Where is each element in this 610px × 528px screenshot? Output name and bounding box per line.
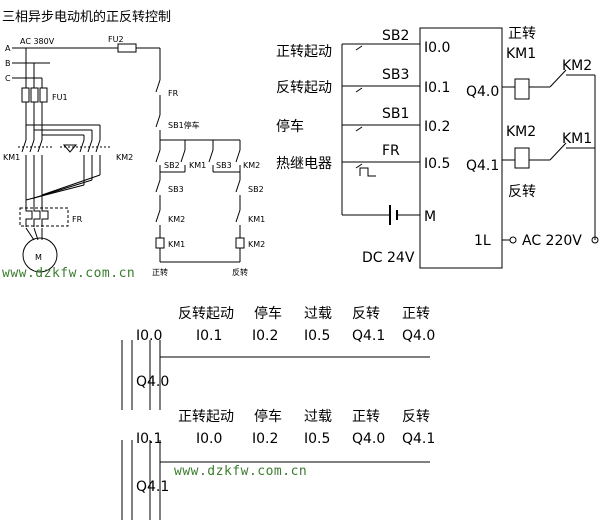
rung2-start-addr: I0.1 (136, 431, 162, 447)
rung1-contact-label: 反转起动 (178, 306, 234, 322)
ctrl-rev-label: 反转 (232, 267, 248, 277)
ctrl-sb1-label: SB1停车 (168, 120, 200, 130)
rung1-start-addr: I0.0 (136, 328, 162, 344)
ac-supply-label: AC 220V (522, 233, 582, 249)
output-common-label: 1L (474, 233, 491, 249)
rung1-coil-label: 正转 (402, 306, 430, 322)
output-addr-q41: Q4.1 (466, 158, 499, 174)
page-title: 三相异步电动机的正反转控制 (2, 10, 172, 25)
rung1-contact-addr: Q4.1 (352, 328, 385, 344)
ctrl-fwd-label: 正转 (152, 267, 168, 277)
input-common-label: M (424, 209, 436, 225)
rung1-contact-addr: I0.5 (304, 328, 330, 344)
output-coil-km2: KM2 (506, 124, 536, 140)
rung1-coil-addr: Q4.0 (402, 328, 435, 344)
rung2-contact-addr: Q4.0 (352, 431, 385, 447)
ctrl-sb3-label: SB3 (168, 185, 184, 194)
fuse-main-label: FU1 (52, 93, 68, 102)
ctrl-sb2-label: SB2 (164, 161, 180, 170)
output-coil-km1: KM1 (506, 46, 536, 62)
input-label-fwd-start: 正转起动 (276, 44, 332, 60)
ctrl-km1-right-label: KM1 (248, 215, 265, 224)
input-addr-i05: I0.5 (424, 156, 450, 172)
phase-a-label: A (5, 44, 11, 53)
input-contact-fr: FR (382, 143, 400, 159)
ctrl-km2-seal-label: KM2 (243, 161, 260, 170)
input-contact-sb1: SB1 (382, 106, 409, 122)
rung2-seal-addr: Q4.1 (136, 479, 169, 495)
output-interlock-km1: KM1 (562, 131, 592, 147)
rung2-contact-label: 正转起动 (178, 409, 234, 425)
input-label-stop: 停车 (276, 118, 304, 135)
rung2-coil-label: 反转 (402, 409, 430, 425)
phase-b-label: B (5, 59, 11, 68)
ctrl-sb3-seal-label: SB3 (216, 161, 232, 170)
input-label-thermal: 热继电器 (276, 156, 332, 172)
coil-km2-label: KM2 (248, 240, 265, 249)
input-addr-i01: I0.1 (424, 80, 450, 96)
rung1-contact-label: 过载 (304, 306, 332, 322)
output-interlock-km2: KM2 (562, 58, 592, 74)
ctrl-fr-label: FR (168, 89, 179, 98)
rung1-contact-addr: I0.1 (196, 328, 222, 344)
rung1-contact-label: 停车 (254, 305, 282, 322)
input-label-rev-start: 反转起动 (276, 80, 332, 96)
input-contact-sb3: SB3 (382, 67, 409, 83)
rung2-contact-addr: I0.2 (252, 431, 278, 447)
supply-label: AC 380V (20, 37, 55, 46)
phase-c-label: C (5, 74, 11, 83)
rung2-contact-addr: I0.5 (304, 431, 330, 447)
ctrl-km2-label: KM2 (168, 215, 185, 224)
km2-main-label: KM2 (116, 153, 133, 162)
watermark-top: www.dzkfw.com.cn (2, 266, 136, 281)
coil-km1-label: KM1 (168, 240, 185, 249)
fr-main-label: FR (72, 215, 83, 224)
rung2-contact-label: 正转 (352, 409, 380, 425)
rung2-coil-addr: Q4.1 (402, 431, 435, 447)
rung1-contact-label: 反转 (352, 306, 380, 322)
ctrl-km1-seal-label: KM1 (189, 161, 206, 170)
ctrl-sb2-right-label: SB2 (248, 185, 264, 194)
rung2-contact-label: 停车 (254, 408, 282, 425)
rung1-seal-addr: Q4.0 (136, 374, 169, 390)
output-addr-q40: Q4.0 (466, 84, 499, 100)
fuse-ctrl-label: FU2 (108, 35, 124, 44)
input-addr-i02: I0.2 (424, 119, 450, 135)
output-label-rev: 反转 (508, 184, 536, 200)
km1-main-label: KM1 (3, 153, 20, 162)
watermark-bottom: www.dzkfw.com.cn (174, 464, 308, 479)
output-label-fwd: 正转 (508, 26, 536, 42)
input-contact-sb2: SB2 (382, 28, 409, 44)
rung1-contact-addr: I0.2 (252, 328, 278, 344)
input-addr-i00: I0.0 (424, 40, 450, 56)
motor-label: M (35, 253, 42, 262)
rung2-contact-label: 过载 (304, 409, 332, 425)
rung2-contact-addr: I0.0 (196, 431, 222, 447)
dc-supply-label: DC 24V (362, 250, 415, 266)
